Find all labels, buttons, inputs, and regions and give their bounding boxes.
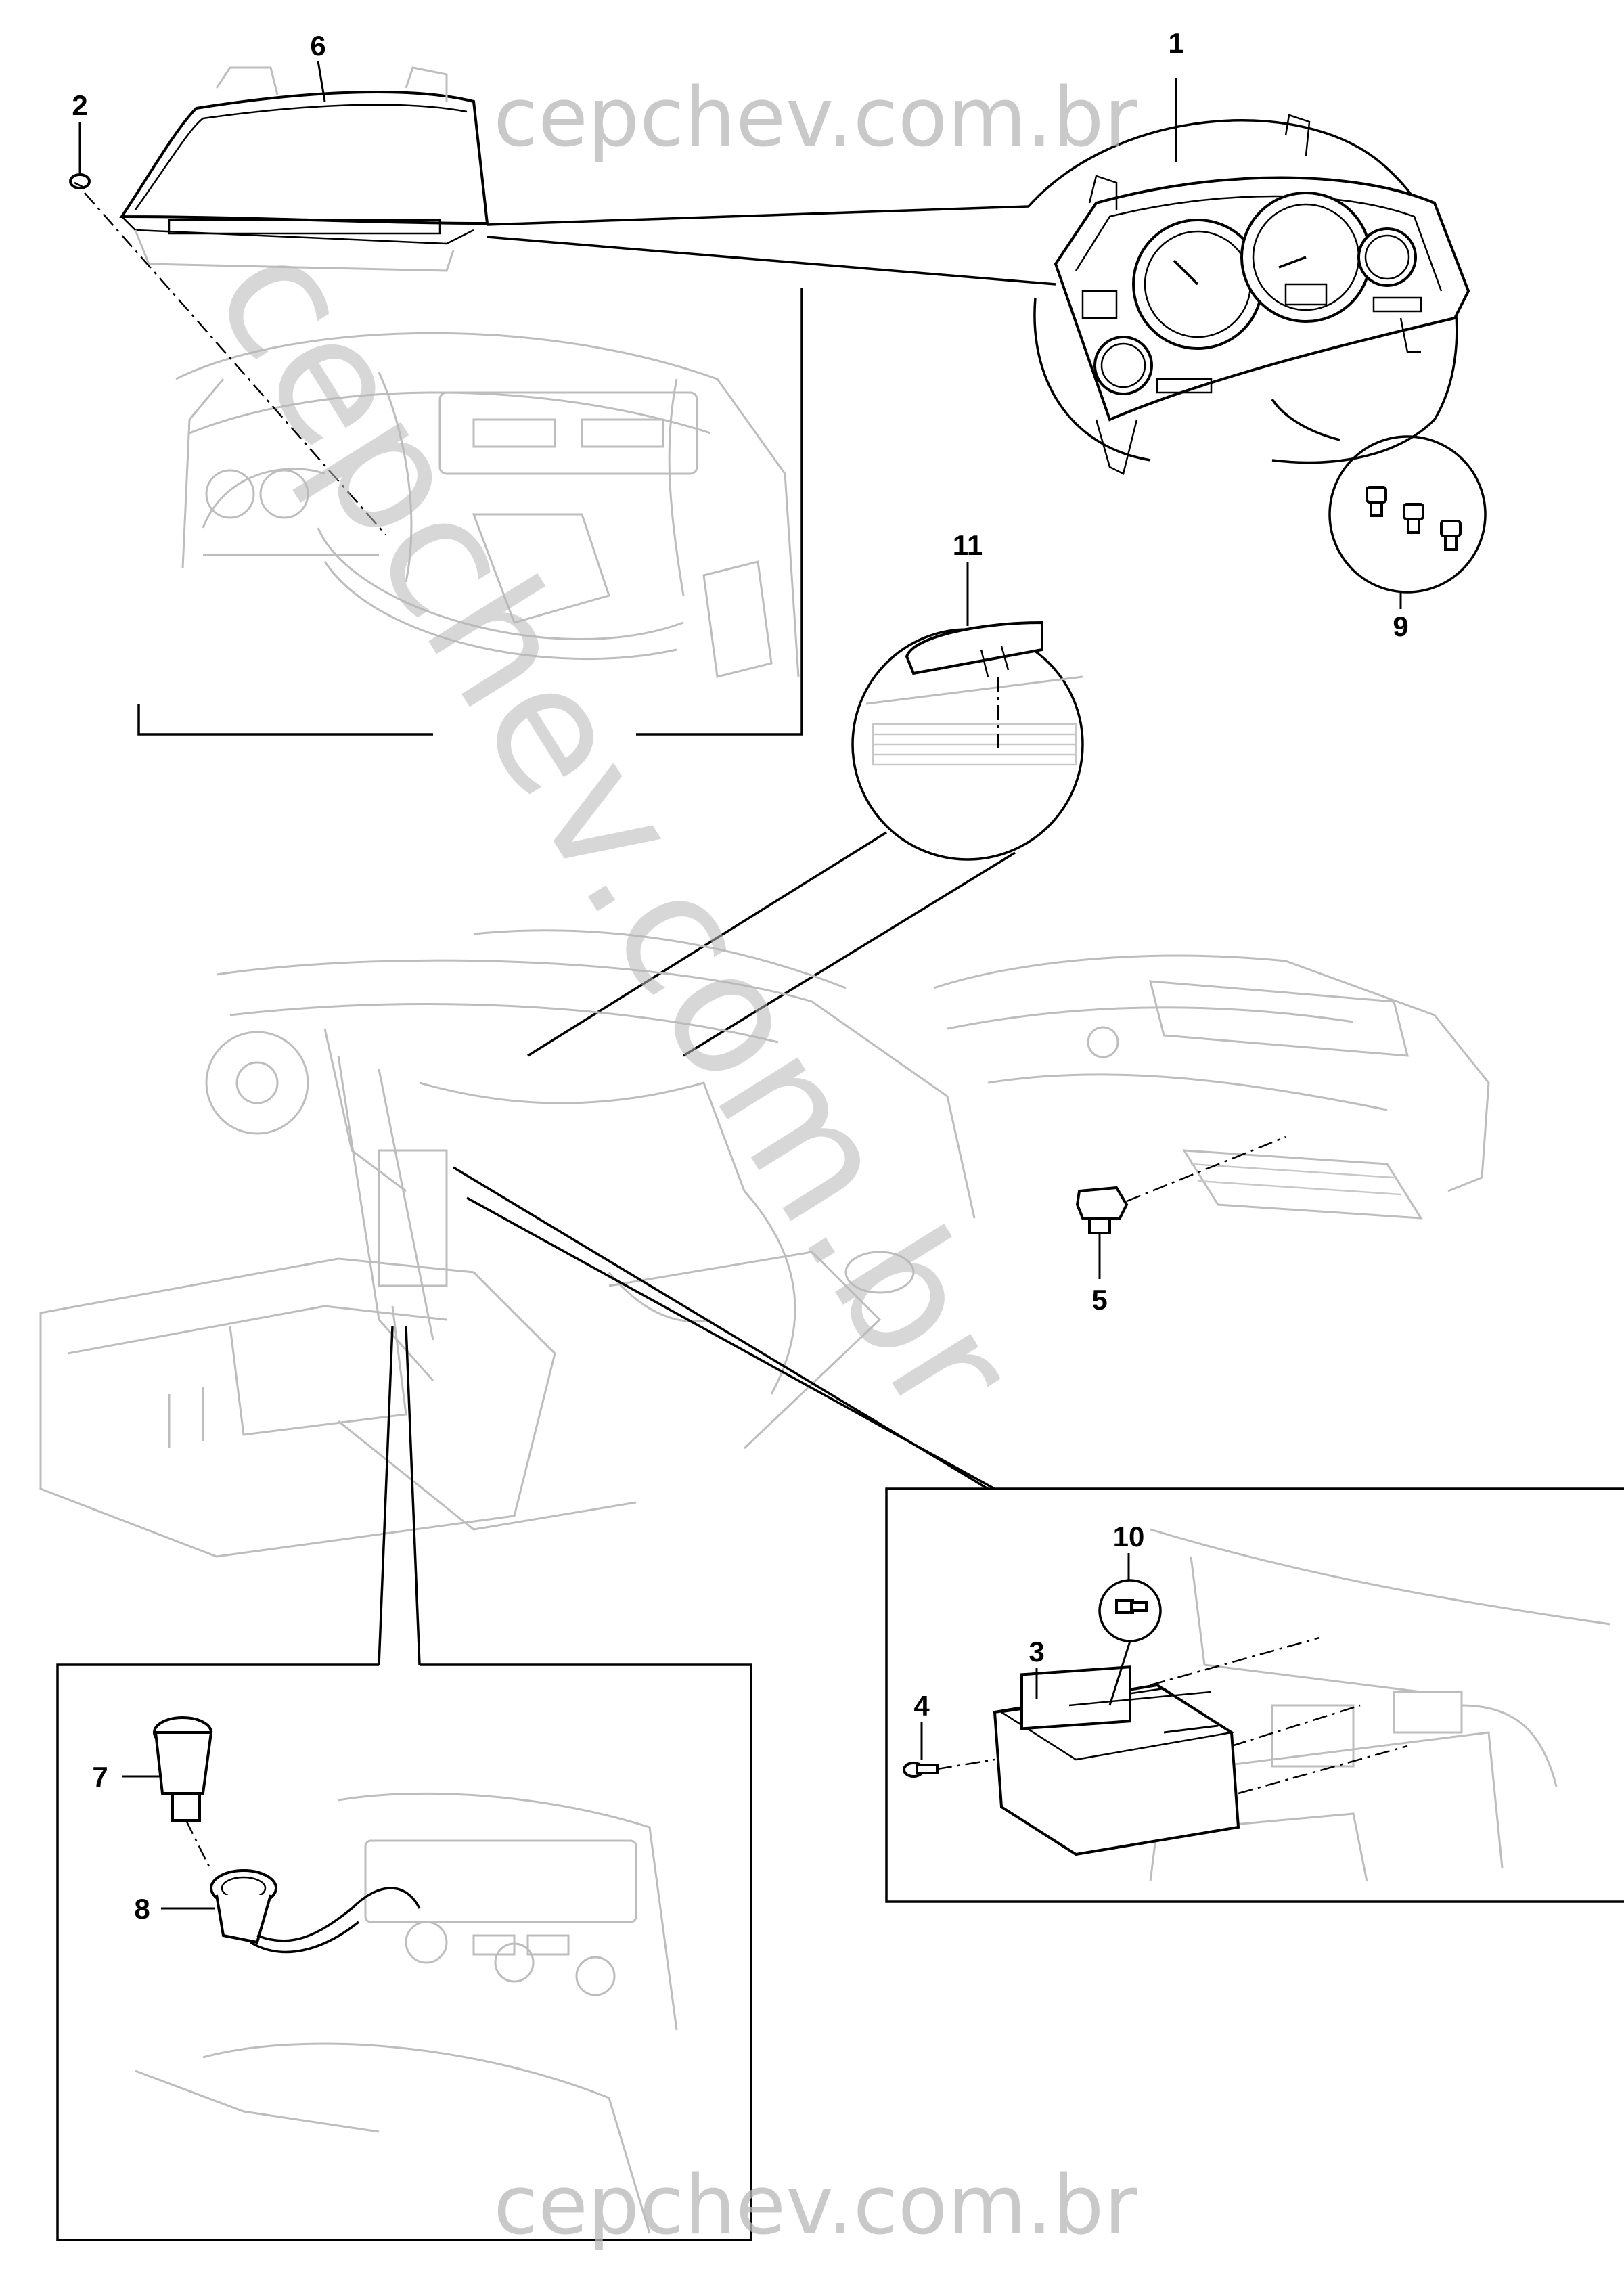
- detail-view-sensor: [527, 628, 1084, 1057]
- instrument-cluster[interactable]: [1054, 114, 1470, 475]
- detail-view-instrument-cluster: [487, 119, 1458, 464]
- detail-view-lighter: [56, 1326, 752, 2241]
- front-bumper-view: [933, 954, 1490, 1220]
- display-bulb[interactable]: [1098, 1579, 1162, 1706]
- callout-3: 3: [1029, 1636, 1044, 1668]
- vehicle-interior-overview: [39, 929, 976, 1558]
- leader-6: [317, 60, 326, 102]
- sunload-sensor[interactable]: [905, 621, 1043, 751]
- watermark-bottom: cepchev.com.br: [493, 2159, 1137, 2253]
- callout-9: 9: [1393, 610, 1408, 642]
- cluster-screw[interactable]: [69, 173, 91, 189]
- callout-11: 11: [953, 529, 983, 561]
- callout-7: 7: [92, 1761, 108, 1793]
- callout-10: 10: [1113, 1521, 1145, 1552]
- watermark-top: cepchev.com.br: [493, 71, 1137, 165]
- instrument-cluster-cover[interactable]: [119, 66, 489, 272]
- detail-view-bulbs: [1271, 399, 1487, 594]
- screw-axis-line: [84, 192, 386, 535]
- lighter-socket[interactable]: [210, 1869, 421, 1954]
- callout-labels: 1 2 3 4 5 6 7 8 9 10 11: [72, 27, 1408, 1925]
- callout-5: 5: [1091, 1284, 1107, 1316]
- callout-1: 1: [1168, 27, 1183, 59]
- detail-view-dashboard: [137, 288, 803, 736]
- ambient-temperature-sensor[interactable]: [1075, 1186, 1129, 1234]
- display-screw-axis: [937, 1758, 995, 1770]
- cigarette-lighter[interactable]: [153, 1716, 213, 1869]
- display-screw[interactable]: [903, 1762, 939, 1778]
- info-display-unit[interactable]: [993, 1636, 1408, 1856]
- instrument-bulb-set[interactable]: [1366, 486, 1462, 551]
- callout-4: 4: [914, 1690, 930, 1722]
- sensor-axis-line: [1126, 1136, 1286, 1203]
- callout-2: 2: [72, 89, 87, 121]
- callout-8: 8: [134, 1893, 150, 1925]
- callout-6: 6: [310, 30, 325, 62]
